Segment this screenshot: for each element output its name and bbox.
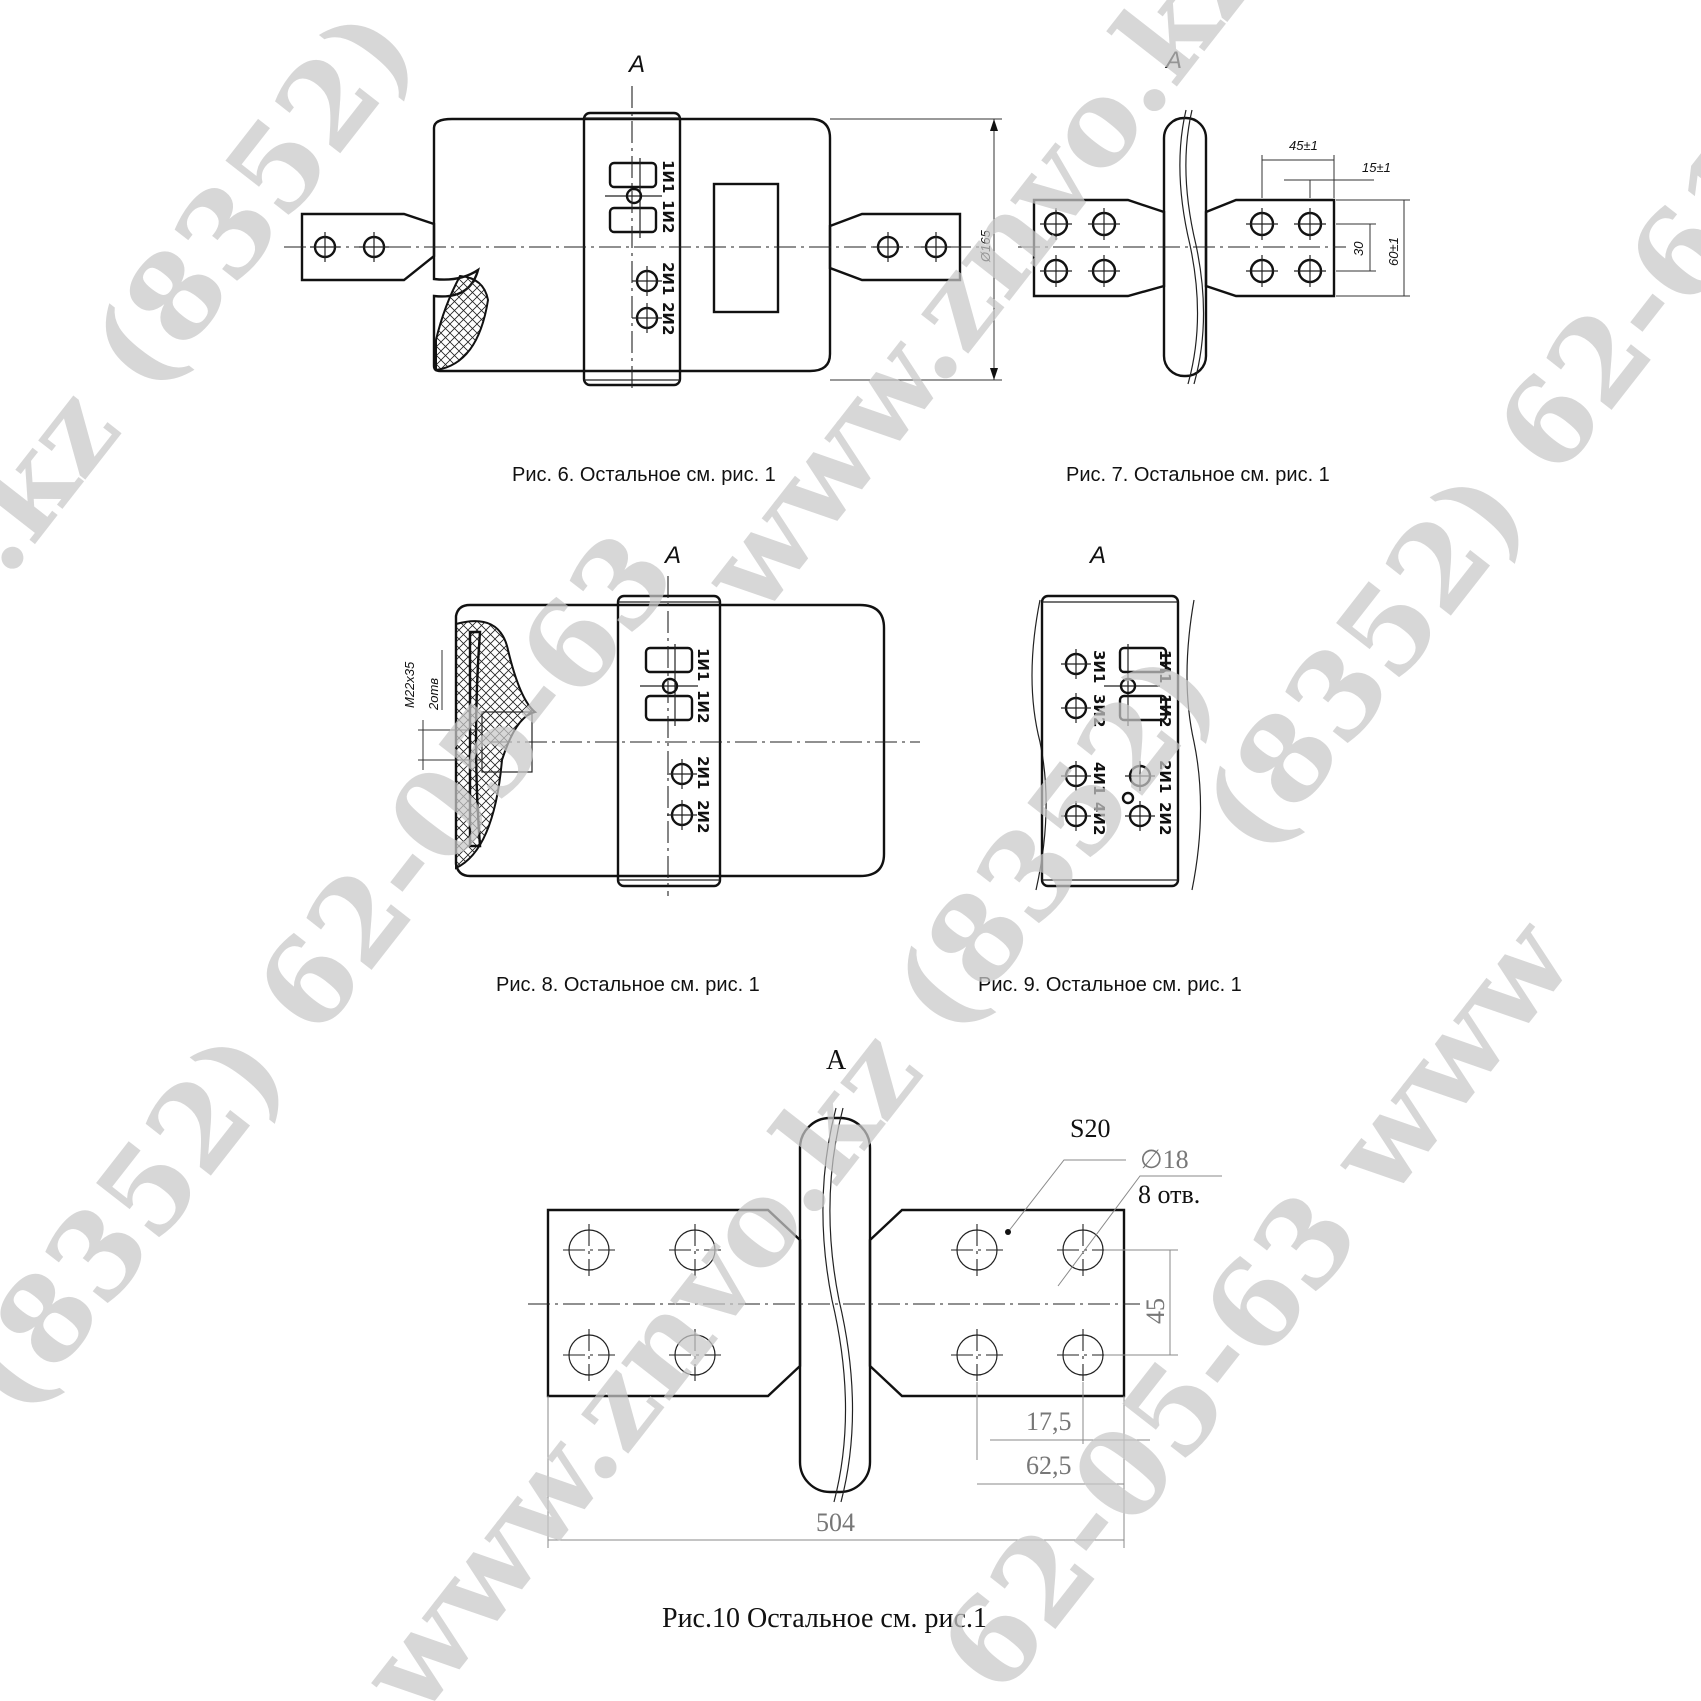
fig9-term-3i2: 3И2 [1090, 694, 1108, 727]
fig10-dim-504: 504 [816, 1508, 855, 1537]
fig6-term-1i1: 1И1 [659, 160, 677, 193]
fig10-hole-diameter: ∅18 [1140, 1145, 1189, 1174]
fig10-hole-count: 8 отв. [1138, 1180, 1200, 1209]
fig6-caption: Рис. 6. Остальное см. рис. 1 [512, 464, 776, 486]
figure-10: A S20 ∅18 8 отв. 45 17,5 [528, 1045, 1222, 1634]
watermark-text-1: o.kz (8352) [0, 0, 442, 657]
fig9-caption: Рис. 9. Остальное см. рис. 1 [978, 974, 1242, 996]
fig10-dim-62-5: 62,5 [1026, 1451, 1072, 1480]
fig6-right-lug [828, 212, 962, 282]
fig6-term-2i2: 2И2 [659, 302, 677, 335]
fig6-window [712, 182, 780, 314]
fig8-term-1i1: 1И1 [694, 648, 712, 681]
watermark-text-3: (8352) 62-05-63 [0, 507, 702, 1437]
fig7-view-label: A [1164, 47, 1182, 74]
fig8-caption: Рис. 8. Остальное см. рис. 1 [496, 974, 760, 996]
fig7-dim-45: 45±1 [1289, 138, 1318, 153]
fig9-term-2i1: 2И1 [1156, 760, 1174, 793]
fig6-term-1i2: 1И2 [659, 200, 677, 233]
fig8-term-1i2: 1И2 [694, 690, 712, 723]
fig9-term-1i2: 1И2 [1156, 694, 1174, 727]
fig8-term-2i2: 2И2 [694, 800, 712, 833]
fig8-view-label: A [663, 542, 681, 569]
fig6-term-2i1: 2И1 [659, 262, 677, 295]
fig8-terminal-block [640, 644, 698, 830]
figure-6: A 1И1 1И2 2И1 [284, 51, 1002, 486]
fig9-view-label: A [1088, 542, 1106, 569]
watermark-text-2: www.znvo.kz [671, 0, 1288, 639]
fig10-right-plate [868, 1208, 1126, 1398]
fig9-term-2i2: 2И2 [1156, 802, 1174, 835]
fig8-body [454, 603, 886, 878]
fig9-term-4i1: 4И1 [1090, 762, 1108, 795]
figure-9: A 3И1 3И2 4И1 4И2 1И1 1И2 2И1 2И2 Рис. 9… [978, 542, 1242, 996]
fig7-dim-30: 30 [1351, 241, 1366, 256]
figure-8: A 1И1 1И2 2И1 2И2 M22х35 2отв Рис. 8. Ос… [402, 542, 920, 996]
fig9-body [1040, 594, 1180, 888]
fig6-body [432, 117, 832, 373]
fig7-left-block [1032, 198, 1166, 298]
fig8-holes: 2отв [426, 678, 441, 711]
fig10-bolt-holes [563, 1224, 1109, 1381]
fig9-term-4i2: 4И2 [1090, 802, 1108, 835]
fig9-term-1i1: 1И1 [1156, 650, 1174, 683]
fig8-center-band [616, 594, 722, 888]
fig7-bolt-holes [1040, 208, 1326, 287]
fig7-caption: Рис. 7. Остальное см. рис. 1 [1066, 464, 1330, 486]
fig9-term-3i1: 3И1 [1090, 650, 1108, 683]
fig10-thickness: S20 [1070, 1114, 1110, 1143]
fig10-dim-45: 45 [1141, 1298, 1170, 1324]
fig7-dim-60: 60±1 [1386, 237, 1401, 266]
fig7-dim-15: 15±1 [1362, 160, 1391, 175]
fig6-terminal-block [605, 158, 662, 333]
fig6-view-label: A [627, 51, 645, 78]
fig6-diameter: Ø165 [978, 229, 993, 263]
fig8-thread: M22х35 [402, 661, 417, 708]
fig10-view-label: A [826, 1045, 847, 1076]
figure-7: A 45±1 15±1 30 60±1 Рис. 7. Остальное см… [1018, 47, 1410, 486]
fig9-terminal-block [1061, 644, 1168, 831]
fig8-term-2i1: 2И1 [694, 756, 712, 789]
fig10-caption: Рис.10 Остальное см. рис.1 [662, 1603, 987, 1634]
watermark-text-5: 62-05-63 www [913, 892, 1601, 1701]
fig7-right-block [1204, 198, 1336, 298]
fig10-dim-17-5: 17,5 [1026, 1407, 1072, 1436]
fig6-section-hatch [435, 274, 490, 372]
fig8-section-hatch [455, 620, 538, 870]
